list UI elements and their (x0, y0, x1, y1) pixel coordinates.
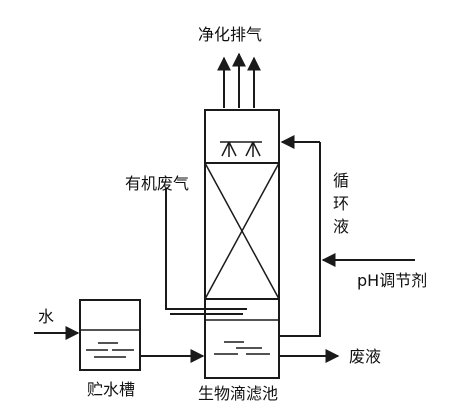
biotrickling-filter-label: 生物滴滤池 (198, 384, 278, 403)
water-tank-label: 贮水槽 (87, 380, 135, 399)
recirculation-label-3: 液 (333, 217, 349, 236)
ph-regulator-label: pH调节剂 (357, 271, 427, 290)
water-label: 水 (38, 307, 54, 326)
recirculation-label-1: 循 (333, 171, 349, 190)
exhaust-arrows (217, 52, 261, 108)
recirculation-label-2: 环 (333, 194, 349, 213)
recirculation-loop (279, 135, 321, 337)
filter-column (204, 109, 280, 379)
spray-nozzles (220, 141, 262, 157)
filter-sump-liquid (214, 341, 270, 355)
water-tank (79, 299, 141, 371)
organic-waste-gas-label: 有机废气 (125, 174, 189, 193)
waste-gas-inlet (165, 188, 247, 315)
clean-exhaust-label: 净化排气 (198, 25, 262, 44)
waste-liquid-label: 废液 (349, 347, 381, 366)
